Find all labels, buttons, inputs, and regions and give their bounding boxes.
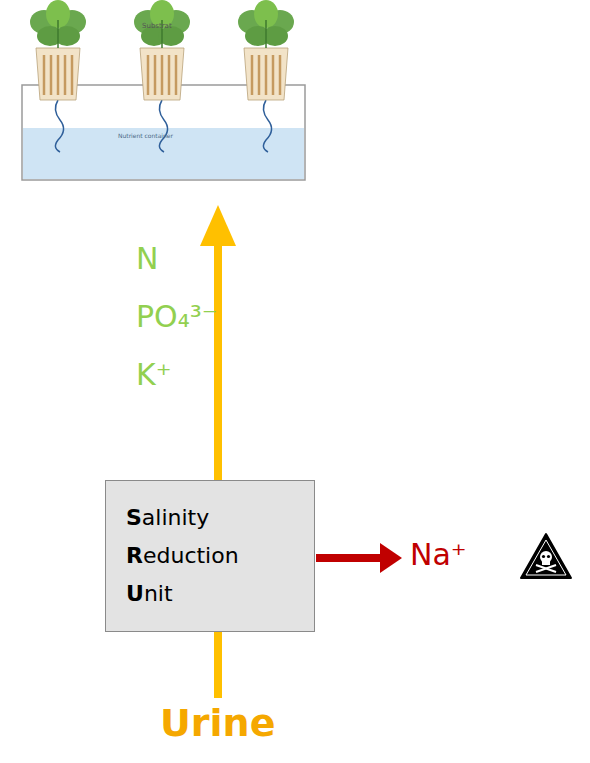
process-box: SalinityReductionUnit (105, 480, 315, 632)
removal-arrow (316, 543, 402, 573)
nutrient-water (23, 128, 304, 179)
nutrient-label: N (136, 242, 158, 277)
nutrient-label: K⁺ (136, 358, 172, 393)
toxic-hazard-symbol (521, 534, 571, 578)
plant (30, 0, 86, 152)
nutrient-label: PO₄³⁻ (136, 300, 218, 335)
input-label: Urine (160, 702, 275, 746)
removed-ion-label: Na⁺ (410, 538, 467, 573)
plant (238, 0, 294, 152)
part-label: Nutrient container (118, 133, 173, 140)
part-label: Substrat (142, 22, 172, 30)
box-text: SalinityReductionUnit (126, 499, 294, 613)
plant (134, 0, 190, 152)
